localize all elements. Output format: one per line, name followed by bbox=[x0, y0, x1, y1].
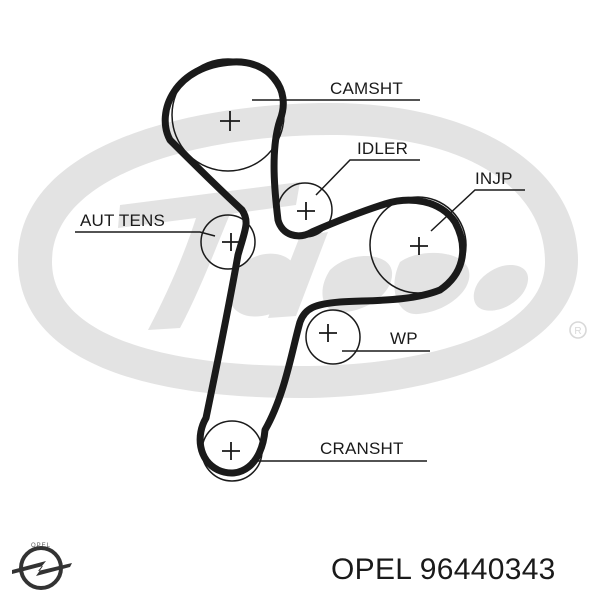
aut-tens-leader-line bbox=[75, 231, 216, 237]
injection-pump-center-mark bbox=[410, 237, 428, 255]
auto-tensioner-center-mark bbox=[222, 233, 240, 251]
idler-label: IDLER bbox=[357, 139, 408, 158]
idler-pulley bbox=[277, 182, 333, 238]
part-caption: OPEL 96440343 bbox=[331, 553, 556, 587]
registered-mark-ring bbox=[569, 321, 587, 339]
opel-logo-wordmark: OPEL bbox=[31, 543, 51, 549]
camshaft-center-mark bbox=[220, 111, 240, 131]
wp-label: WP bbox=[390, 329, 418, 348]
injp-label: INJP bbox=[475, 169, 513, 188]
opel-logo: OPEL bbox=[12, 543, 72, 590]
opel-logo-bolt bbox=[12, 561, 72, 576]
crankshaft-pulley bbox=[201, 420, 263, 482]
idler-leader-line bbox=[315, 159, 420, 196]
pulley-center-marks bbox=[220, 111, 428, 460]
leader-lines bbox=[75, 99, 525, 462]
camsht-label: CAMSHT bbox=[330, 79, 403, 98]
crankshaft-center-mark bbox=[222, 442, 240, 460]
injection-pump-pulley bbox=[369, 196, 467, 294]
idler-center-mark bbox=[297, 202, 315, 220]
brand-name: OPEL bbox=[331, 553, 412, 586]
water-pump-center-mark bbox=[319, 324, 337, 342]
camshaft-pulley bbox=[171, 58, 285, 172]
auto-tensioner-pulley bbox=[200, 214, 256, 270]
injp-leader-line bbox=[430, 189, 525, 232]
timing-belt bbox=[161, 58, 467, 477]
aut-tens-label: AUT TENS bbox=[80, 211, 165, 230]
registered-mark-letter: R bbox=[574, 326, 581, 337]
water-pump-pulley bbox=[305, 309, 361, 365]
part-number: 96440343 bbox=[419, 553, 556, 586]
gates-watermark-logo: R bbox=[18, 103, 587, 398]
cransht-label: CRANSHT bbox=[320, 439, 404, 458]
